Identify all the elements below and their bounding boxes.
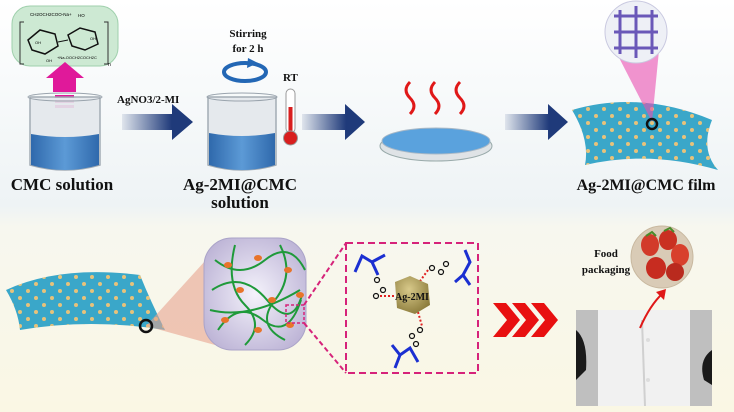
structure-group-text: +Na-OOCH2COCH2C <box>57 55 97 60</box>
ag2mi-coordination-box: Ag-2MI <box>345 242 479 374</box>
red-chevron-arrows <box>493 303 558 337</box>
structure-group-text: OH <box>90 36 96 41</box>
food-packaging-label: Food <box>594 248 618 260</box>
cmc-structure-box: CH2OCH2COO-Na+ HO OH OH OH +Na-OOCH2COCH… <box>11 5 119 68</box>
stirring-duration-label: for 2 h <box>233 43 264 55</box>
polymer-network <box>203 237 347 374</box>
ag2mi-cmc-film <box>572 40 718 170</box>
structure-group-text: OH <box>46 58 52 63</box>
structure-group-text: OH <box>35 40 41 45</box>
process-arrow <box>505 104 568 140</box>
room-temperature-label: RT <box>283 72 299 84</box>
petri-dish <box>379 127 493 162</box>
lab-coat-photo <box>576 310 712 407</box>
beaker-ag2mi-cmc <box>206 92 278 171</box>
ag2mi-cmc-film-label: Ag-2MI@CMC film <box>577 177 717 194</box>
strawberry-package-photo <box>630 225 694 289</box>
structure-repeat-n: n <box>108 62 111 68</box>
food-packaging-label-line2: packaging <box>582 264 631 276</box>
mof-structure-circle <box>604 0 668 64</box>
ag2mi-particle <box>395 276 430 314</box>
process-arrow <box>302 104 365 140</box>
ag2mi-cmc-solution-label: Ag-2MI@CMC <box>183 175 297 194</box>
structure-group-text: HO <box>78 13 85 18</box>
stirring-label: Stirring <box>229 28 267 40</box>
beaker-cmc <box>27 92 103 171</box>
reagent-label: AgNO3/2-MI <box>117 94 179 106</box>
heat-waves-icon <box>404 80 466 116</box>
process-arrow <box>122 104 193 140</box>
cmc-solution-label: CMC solution <box>11 175 114 194</box>
red-link-arrowhead <box>656 289 666 300</box>
film-closeup <box>6 250 215 345</box>
ag2mi-particle-label: Ag-2MI <box>395 292 429 303</box>
structure-group-text: CH2OCH2COO-Na+ <box>30 12 72 17</box>
ag2mi-cmc-solution-label-line2: solution <box>211 193 269 212</box>
thermometer-icon <box>283 88 298 146</box>
stirring-rotation-icon <box>222 58 268 83</box>
